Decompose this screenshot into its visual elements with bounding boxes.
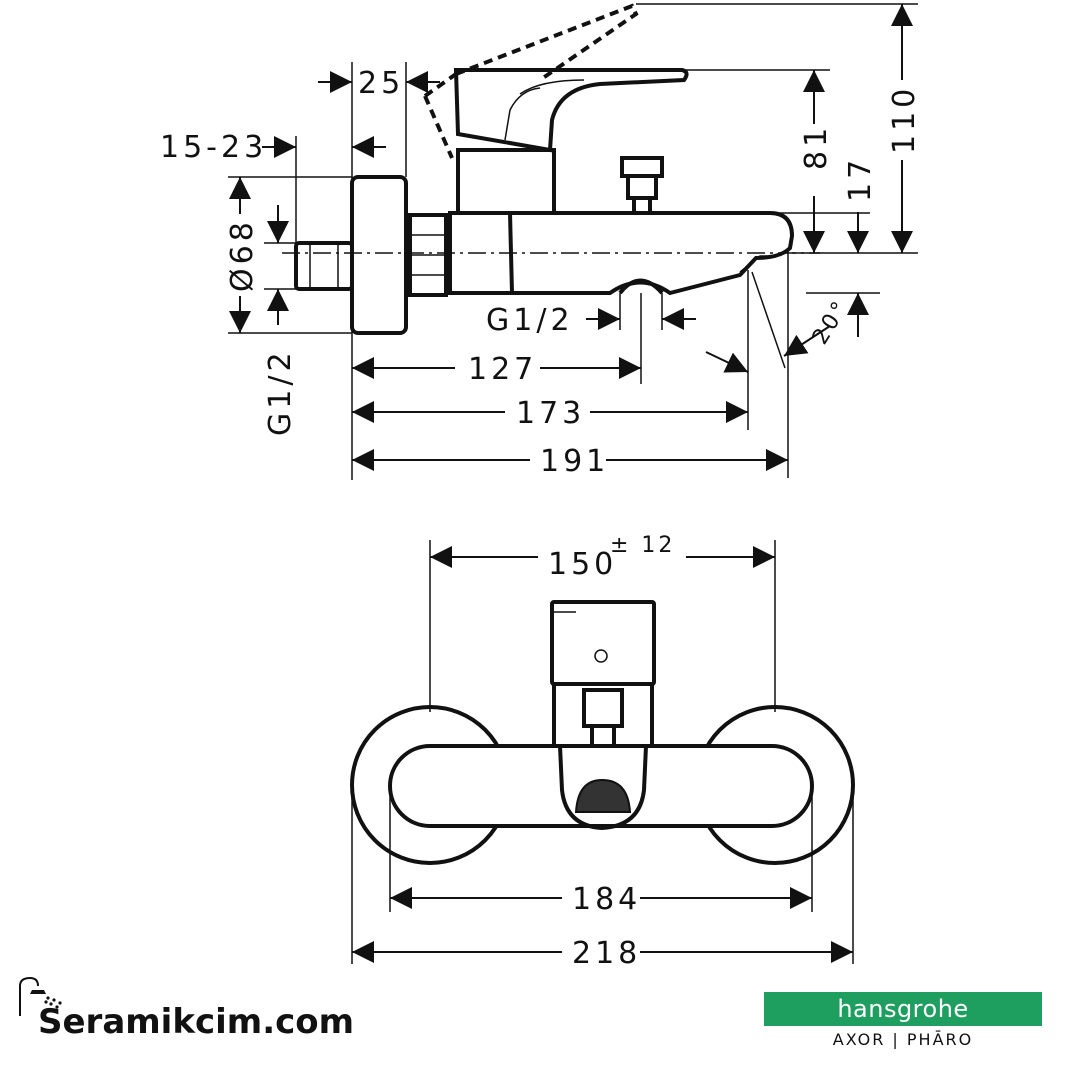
cartridge-housing xyxy=(456,148,556,215)
side-view: 25 15-23 Ø68 G1/2 81 17 110 G1/2 20° xyxy=(160,3,922,480)
watermark-text: Seramikcim.com xyxy=(38,1002,355,1042)
dim-173: 173 xyxy=(516,396,585,431)
lever-front xyxy=(550,600,656,686)
lever-handle xyxy=(453,68,689,153)
dim-191: 191 xyxy=(540,444,609,479)
dim-150: 150 xyxy=(548,547,617,582)
dim-17: 17 xyxy=(843,156,878,202)
shower-icon xyxy=(19,976,62,1016)
dim-150-tolerance: ± 12 xyxy=(610,533,675,558)
dim-o68: Ø68 xyxy=(225,218,260,292)
dim-81: 81 xyxy=(799,124,834,170)
dim-184: 184 xyxy=(572,882,641,917)
dim-127: 127 xyxy=(468,352,537,387)
lever-open-position xyxy=(423,3,639,159)
brand-name: hansgrohe xyxy=(837,995,969,1023)
aerator xyxy=(618,278,664,295)
diverter-stem xyxy=(626,174,658,200)
diverter-cap xyxy=(620,156,664,178)
dim-angle: 20° xyxy=(808,295,855,349)
spout-front xyxy=(558,745,648,831)
dim-g-outlet: G1/2 xyxy=(486,303,574,338)
dim-25: 25 xyxy=(358,66,404,101)
front-view: 150 ± 12 184 218 xyxy=(350,533,855,971)
inlet-nipple xyxy=(294,241,354,291)
brand-subline: AXOR | PHĀRO xyxy=(832,1030,974,1049)
dim-15-23: 15-23 xyxy=(160,130,267,165)
dim-110: 110 xyxy=(887,85,922,154)
dim-218: 218 xyxy=(572,936,641,971)
wall-rosette xyxy=(350,175,408,335)
brand-banner xyxy=(764,992,1042,1026)
dim-g-inlet: G1/2 xyxy=(263,348,298,436)
diverter-front xyxy=(582,688,624,728)
